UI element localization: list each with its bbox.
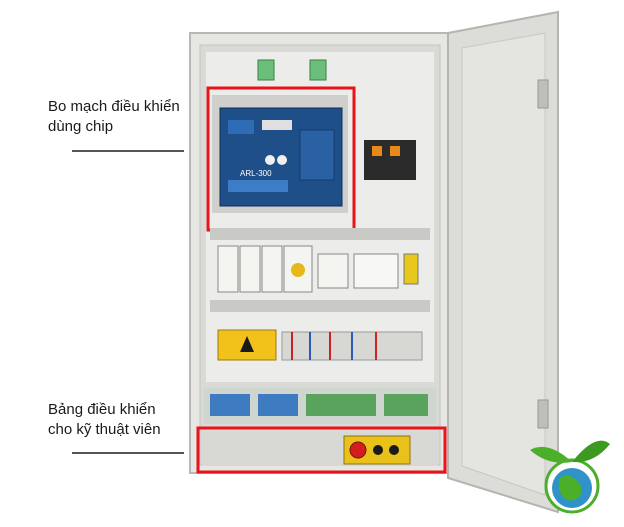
chip-board-leader-line (72, 150, 184, 152)
tech-panel-leader-line (72, 452, 184, 454)
door-latch-top (537, 79, 549, 109)
chip-board-label-line1: Bo mạch điều khiển (48, 98, 180, 115)
chip-board-label: Bo mạch điều khiển dùng chip (48, 97, 180, 137)
chip-board-label-line2: dùng chip (48, 118, 114, 135)
top-connector-right (309, 59, 327, 81)
leaf-left (530, 446, 572, 463)
warning-triangle (240, 336, 254, 352)
tech-panel-label-line1: Bảng điều khiển (48, 401, 156, 418)
tech-panel-highlight (196, 426, 447, 474)
tech-panel-label-line2: cho kỹ thuật viên (48, 421, 161, 438)
tech-panel-label: Bảng điều khiển cho kỹ thuật viên (48, 400, 161, 440)
wiring-duct-middle (210, 300, 430, 312)
door-latch-bottom (537, 399, 549, 429)
top-connector-left (257, 59, 275, 81)
wiring-duct-upper (210, 228, 430, 240)
emergency-stop-button (349, 441, 367, 459)
leaf-right (572, 440, 610, 463)
terminal-row (281, 331, 423, 361)
board-model-text: ARL-300 (240, 169, 272, 178)
door-inner-panel (461, 32, 546, 496)
eco-globe-logo (530, 440, 610, 514)
contactor-row (217, 245, 419, 293)
